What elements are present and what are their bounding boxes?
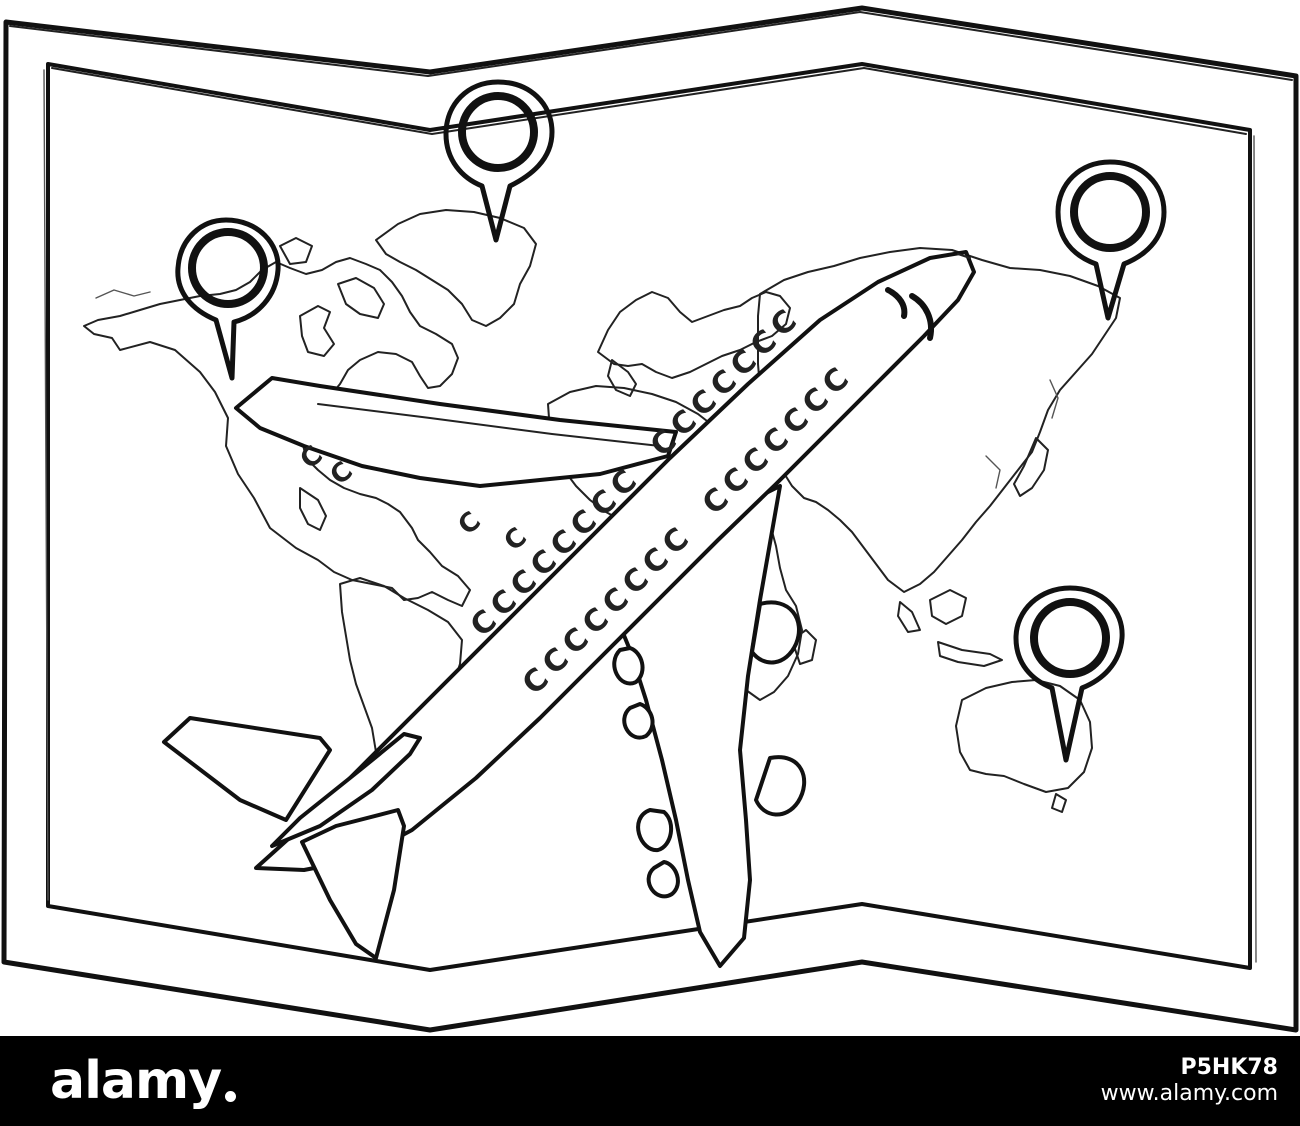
window: C <box>453 506 487 541</box>
location-pin-icon <box>1055 159 1167 321</box>
airplane-icon: C C C C C C C C C C C C C C C C C C C C … <box>162 250 976 968</box>
location-pin-icon <box>443 79 555 243</box>
site-url: www.alamy.com <box>1100 1081 1278 1106</box>
image-id: P5HK78 <box>1180 1055 1278 1080</box>
location-pin-icon <box>175 217 281 381</box>
brand-name: alamy <box>50 1051 222 1111</box>
folded-map-icon <box>1 5 1299 1033</box>
illustration-canvas: C C C C C C C C C C C C C C C C C C C C … <box>1 5 1299 1033</box>
logo-dot <box>225 1090 237 1102</box>
watermark-bar: alamy P5HK78 www.alamy.com <box>0 1036 1300 1126</box>
image-meta: P5HK78 www.alamy.com <box>1101 1055 1278 1107</box>
location-pin-icon <box>1013 585 1125 763</box>
window: C <box>499 522 533 557</box>
brand-logo: alamy <box>50 1051 237 1111</box>
